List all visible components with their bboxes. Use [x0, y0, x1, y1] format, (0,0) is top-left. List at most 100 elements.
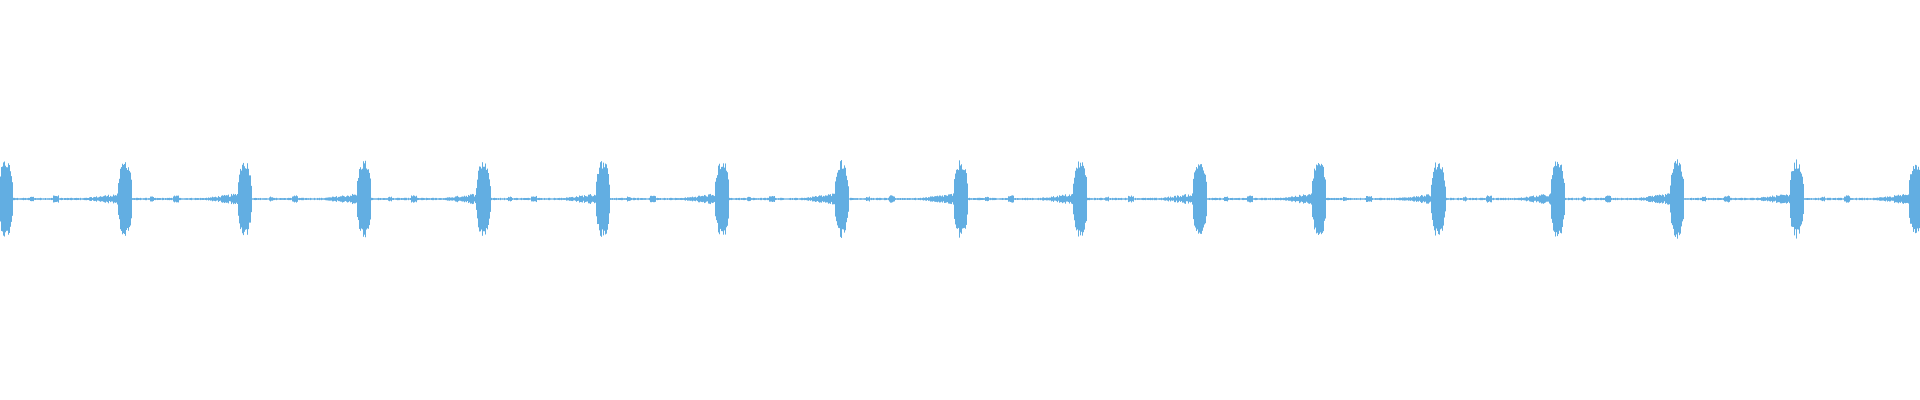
waveform-bar — [741, 198, 742, 200]
waveform-bar — [1011, 195, 1012, 203]
waveform-bar — [407, 198, 408, 200]
waveform-bar — [1027, 197, 1028, 201]
waveform-bar — [1781, 194, 1782, 204]
waveform-bar — [769, 196, 770, 202]
waveform-bar — [965, 169, 966, 229]
waveform-bar — [579, 195, 580, 203]
waveform-bar — [734, 198, 735, 200]
waveform-bar — [1334, 197, 1335, 201]
waveform-bar — [426, 197, 427, 201]
waveform-bar — [1656, 195, 1657, 203]
waveform-bar — [541, 197, 542, 201]
waveform-bar — [846, 175, 847, 223]
waveform-bar — [920, 197, 921, 201]
waveform-bar — [544, 197, 545, 201]
waveform-bar — [601, 161, 602, 237]
waveform-bar — [571, 197, 572, 201]
waveform-bar — [108, 194, 109, 204]
waveform-bar — [196, 198, 197, 200]
waveform-bar — [1669, 193, 1670, 205]
waveform-bar — [1688, 198, 1689, 200]
waveform-bar — [1679, 162, 1680, 236]
waveform-bar — [1773, 196, 1774, 202]
waveform-bar — [1046, 197, 1047, 201]
waveform-bar — [1265, 197, 1266, 201]
waveform-bar — [876, 197, 877, 201]
waveform-bar — [1684, 198, 1685, 200]
waveform-bar — [478, 170, 479, 228]
waveform-bar — [153, 197, 154, 201]
waveform-bar — [1227, 196, 1228, 202]
waveform-bar — [1706, 198, 1707, 200]
waveform-bar — [694, 197, 695, 201]
waveform-bar — [716, 177, 717, 221]
waveform-bar — [364, 163, 365, 235]
waveform-bar — [474, 196, 475, 202]
waveform-bar — [938, 196, 939, 202]
waveform-bar — [932, 196, 933, 202]
waveform-bar — [138, 198, 139, 200]
waveform-bar — [1541, 194, 1542, 204]
waveform-bar — [1720, 198, 1721, 200]
waveform-bar — [1880, 197, 1881, 201]
waveform-bar — [1091, 198, 1092, 200]
waveform-bar — [902, 197, 903, 201]
waveform-bar — [1823, 197, 1824, 201]
waveform-bar — [1165, 197, 1166, 201]
waveform-bar — [1425, 196, 1426, 202]
waveform-bar — [1094, 197, 1095, 201]
waveform-bar — [1806, 198, 1807, 200]
waveform-bar — [54, 195, 55, 203]
waveform-bar — [515, 198, 516, 200]
waveform-bar — [1677, 159, 1678, 239]
waveform-bar — [1633, 197, 1634, 201]
waveform-bar — [195, 197, 196, 201]
waveform-bar — [605, 163, 606, 235]
waveform-bar — [455, 196, 456, 202]
waveform-bar — [1634, 198, 1635, 200]
waveform-bar — [392, 198, 393, 200]
waveform-bar — [794, 198, 795, 200]
waveform-bar — [742, 198, 743, 200]
waveform-bar — [1663, 195, 1664, 203]
waveform-bar — [737, 198, 738, 200]
waveform-bar — [964, 170, 965, 228]
waveform-bar — [1632, 198, 1633, 200]
waveform-bar — [239, 174, 240, 224]
waveform-bar — [162, 197, 163, 201]
waveform-bar — [1431, 184, 1432, 214]
waveform-bar — [996, 198, 997, 200]
waveform-bar — [862, 198, 863, 200]
waveform-bar — [1827, 197, 1828, 201]
waveform-bar — [82, 198, 83, 200]
waveform-bar — [273, 197, 274, 201]
waveform-bar — [1302, 195, 1303, 203]
waveform-bar — [1654, 196, 1655, 202]
waveform-bar — [1747, 198, 1748, 200]
waveform-bar — [520, 198, 521, 200]
waveform-bar — [888, 197, 889, 201]
waveform-bar — [1852, 198, 1853, 200]
waveform-bar — [1231, 198, 1232, 200]
waveform-bar — [56, 196, 57, 202]
waveform-bar — [752, 198, 753, 200]
waveform-bar — [313, 198, 314, 200]
waveform-bar — [1868, 198, 1869, 200]
waveform-bar — [1159, 198, 1160, 200]
waveform-bar — [684, 197, 685, 201]
waveform-bar — [1325, 179, 1326, 219]
waveform-bar — [1280, 197, 1281, 201]
waveform-bar — [128, 167, 129, 231]
waveform-bar — [908, 198, 909, 200]
waveform-bar — [739, 197, 740, 201]
waveform-bar — [1851, 198, 1852, 200]
waveform-bar — [1707, 198, 1708, 200]
waveform-bar — [1569, 198, 1570, 200]
waveform-bar — [1271, 198, 1272, 200]
waveform-bar — [1169, 197, 1170, 201]
waveform-bar — [328, 197, 329, 201]
waveform-bar — [283, 198, 284, 200]
waveform-bar — [1894, 195, 1895, 203]
waveform-bar — [555, 198, 556, 200]
waveform-bar — [1730, 197, 1731, 201]
